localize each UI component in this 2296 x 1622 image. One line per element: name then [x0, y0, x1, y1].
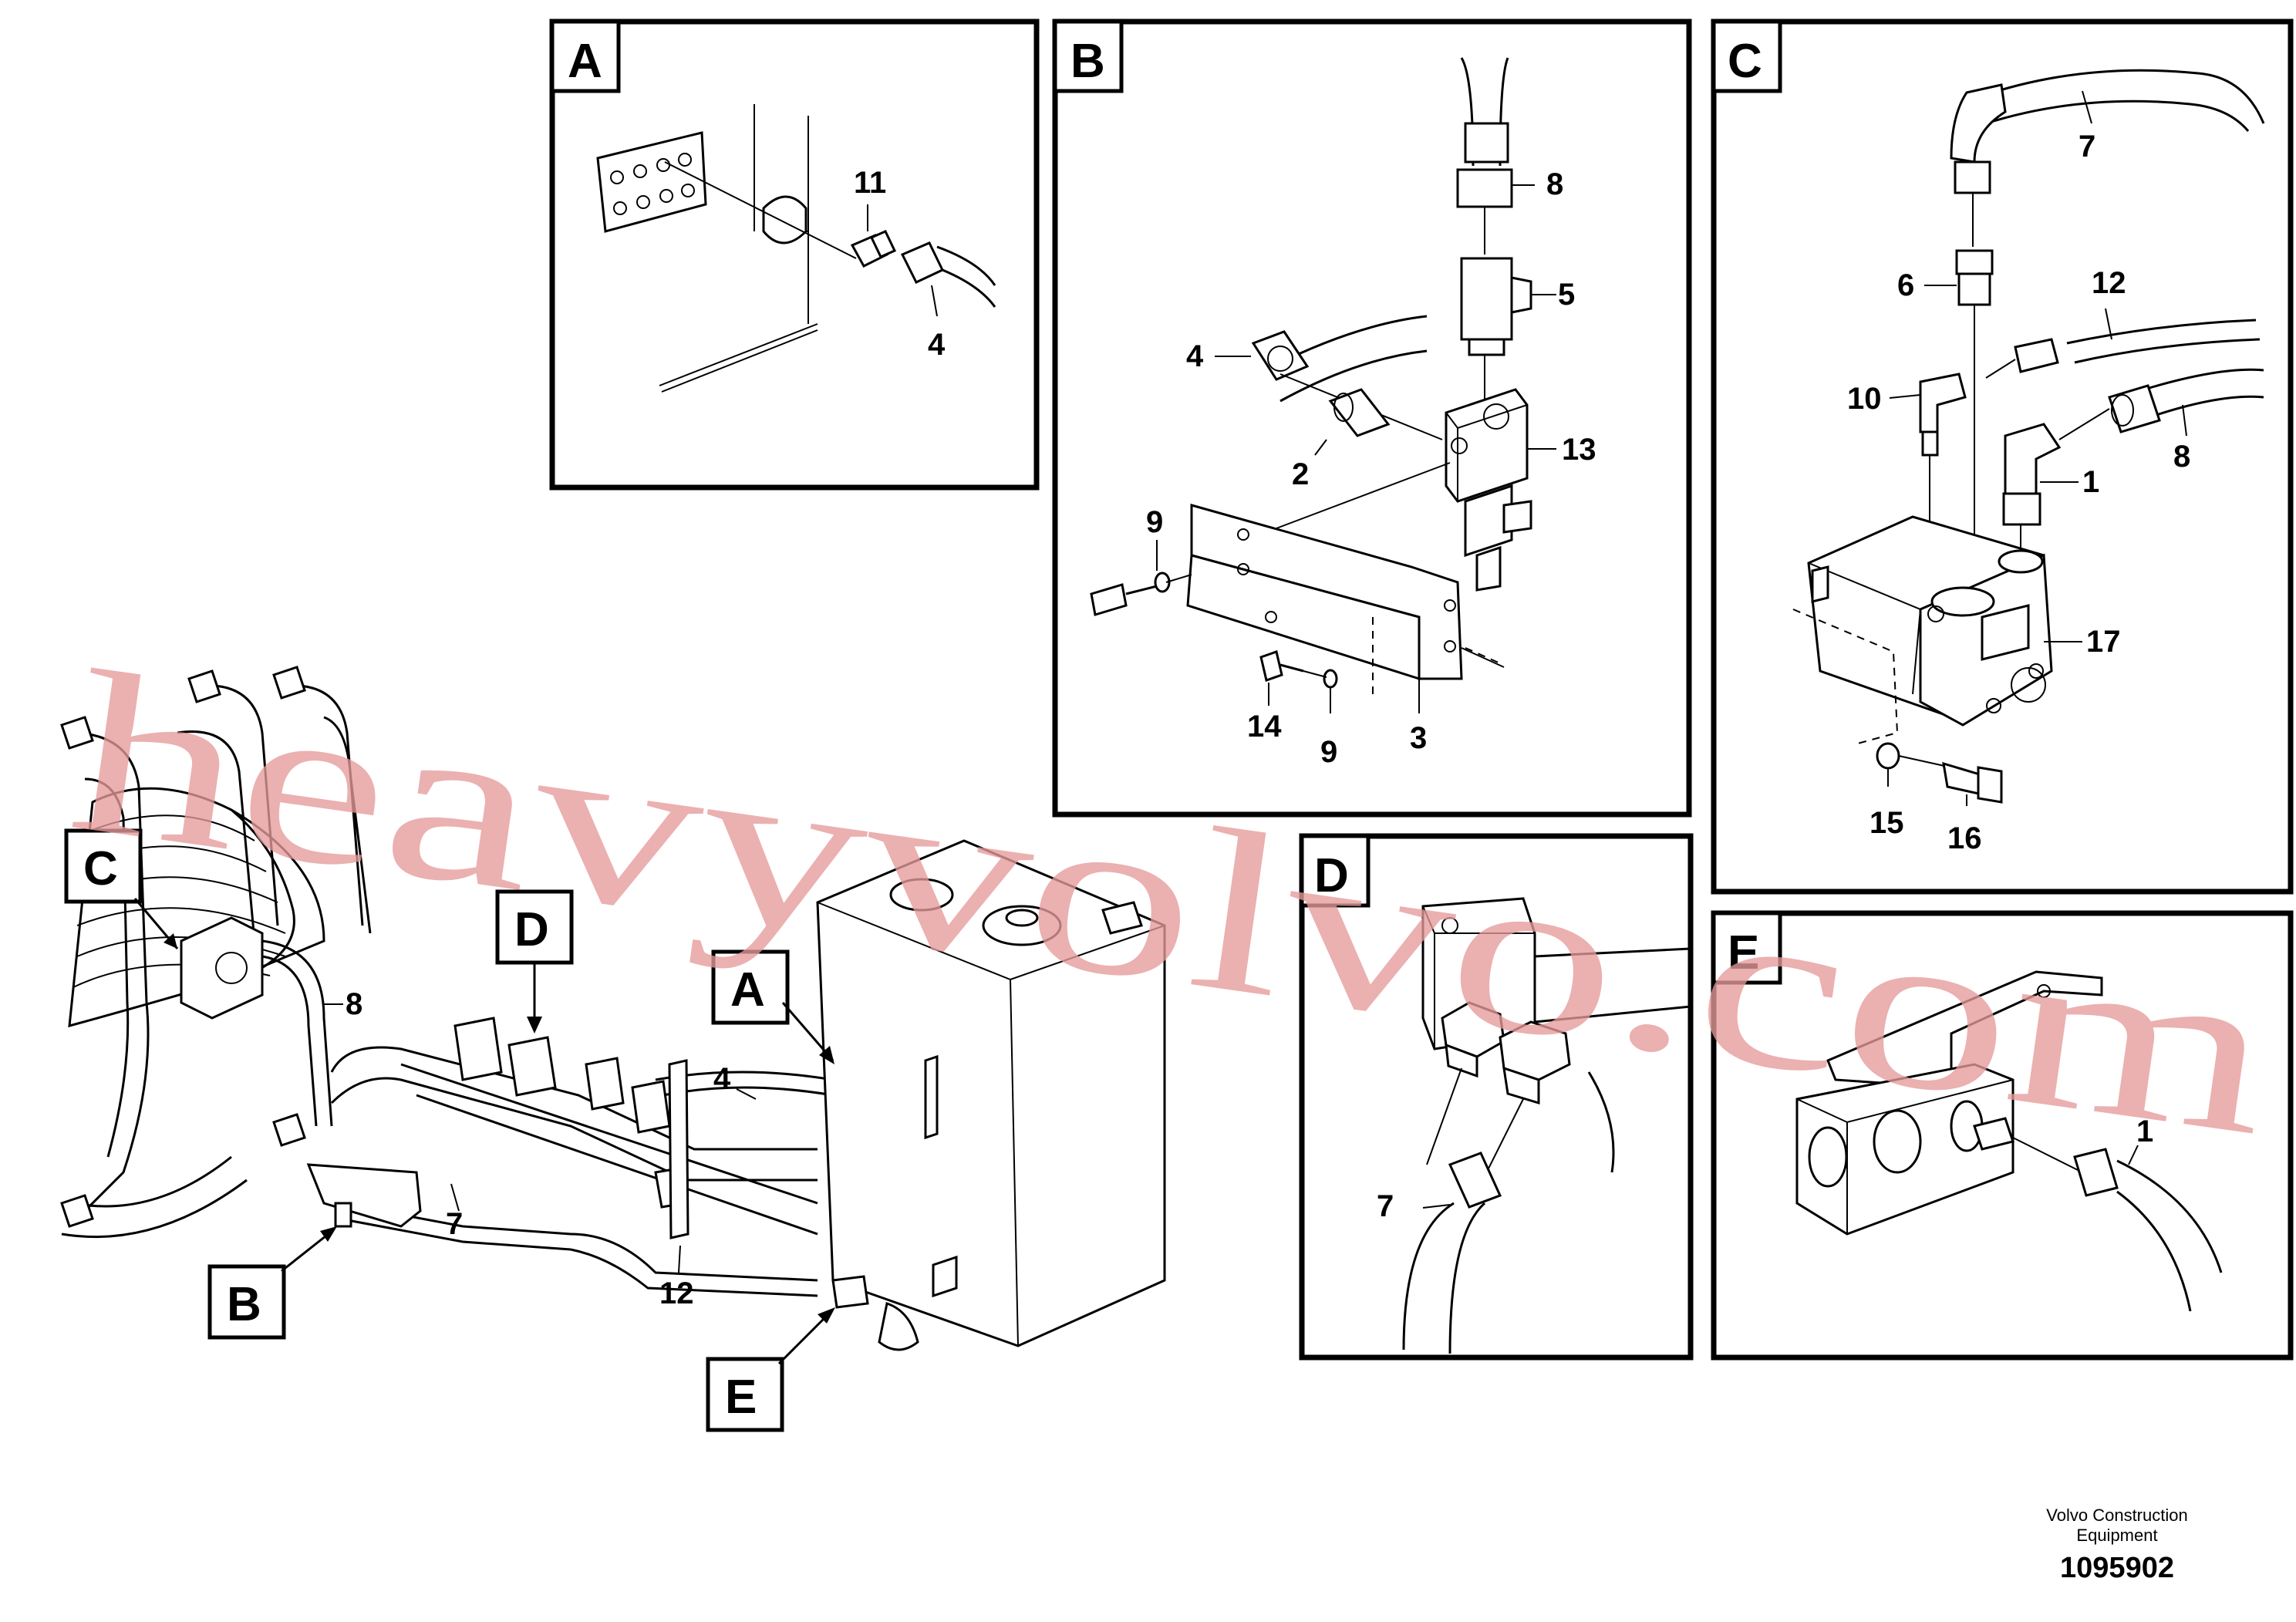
fan-pump	[180, 916, 264, 1020]
fitting-11	[850, 230, 897, 268]
terminal-block	[596, 131, 707, 233]
overview-tag-c: C	[83, 842, 118, 895]
overview-tag-e: E	[725, 1371, 757, 1424]
callout-4: 4	[928, 328, 946, 362]
fitting-6	[1955, 249, 1994, 306]
coupling-d	[453, 1017, 686, 1209]
elbow-1	[2002, 423, 2062, 526]
brand-line-1: Volvo Construction	[2046, 1506, 2187, 1525]
overview-callout-8: 8	[346, 987, 362, 1021]
panel-a-tag: A	[568, 35, 602, 88]
overview-callout-4: 4	[713, 1062, 731, 1096]
callout-11: 11	[854, 166, 886, 200]
footer: Volvo Construction Equipment 1095902	[2046, 1506, 2187, 1584]
callout-1: 1	[2136, 1114, 2153, 1148]
callout-8: 8	[2173, 440, 2190, 474]
callout-10: 10	[1847, 382, 1882, 416]
panel-e-tag: E	[1728, 926, 1759, 980]
hose-7-d	[1402, 1152, 1502, 1354]
overview-callout-7: 7	[446, 1207, 463, 1241]
panel-b-tag: B	[1070, 35, 1105, 88]
callout-7: 7	[2079, 130, 2095, 164]
bolt-9	[1090, 572, 1171, 616]
callout-6: 6	[1897, 268, 1914, 302]
screw-14	[1259, 650, 1304, 682]
panel-d: D 7	[1299, 833, 1694, 1361]
callout-7: 7	[1377, 1189, 1394, 1223]
fitting-1-e	[2073, 1148, 2223, 1312]
panel-c: C 7 6 12 10 8	[1711, 19, 2294, 895]
callout-9b: 9	[1320, 735, 1337, 769]
callout-5: 5	[1558, 278, 1575, 312]
overview-callout-12: 12	[659, 1276, 694, 1310]
callout-14: 14	[1247, 710, 1282, 744]
panel-b: B 8 5 4 2	[1052, 19, 1692, 818]
panel-e: E 1	[1711, 910, 2294, 1361]
brand-line-2: Equipment	[2076, 1526, 2157, 1545]
fan-shroud	[68, 787, 325, 1028]
callout-1: 1	[2082, 465, 2099, 499]
callout-3: 3	[1410, 721, 1427, 755]
panel-a: A 11 4	[549, 19, 1040, 491]
washer-15	[1876, 742, 1900, 770]
panel-c-tag: C	[1728, 35, 1762, 88]
callout-15: 15	[1870, 806, 1904, 840]
overview-tag-c-box	[64, 828, 143, 904]
callout-12: 12	[2092, 266, 2126, 300]
callout-16: 16	[1947, 821, 1982, 855]
hose-4	[900, 241, 996, 308]
callout-17: 17	[2086, 625, 2121, 659]
panel-a-tag-box	[550, 19, 621, 93]
valve-block-e	[1795, 1063, 2014, 1236]
hydraulic-tank	[816, 839, 1166, 1351]
fitting-d-right	[1499, 1020, 1571, 1105]
valve-block-13	[1445, 388, 1532, 592]
pump-17	[1807, 515, 2053, 727]
callout-9: 9	[1146, 505, 1163, 539]
bolt-16	[1942, 761, 2003, 804]
callout-8: 8	[1546, 167, 1563, 201]
callout-13: 13	[1562, 433, 1596, 467]
panel-e-tag-box	[1711, 911, 1782, 985]
overview: C D A B E 8 4 7 12	[60, 666, 1166, 1432]
fitting-2	[1328, 388, 1391, 437]
elbow-10	[1919, 373, 1967, 457]
panel-c-tag-box	[1711, 19, 1782, 93]
overview-tag-a: A	[730, 963, 765, 1017]
overview-tag-a-box	[711, 949, 790, 1025]
callout-2: 2	[1292, 457, 1309, 491]
panel-d-tag: D	[1314, 849, 1349, 902]
tee-fitting-5	[1460, 257, 1532, 356]
overview-tag-d: D	[514, 903, 549, 956]
overview-tag-e-box	[706, 1357, 784, 1432]
overview-tag-b: B	[227, 1278, 261, 1331]
panel-b-tag-box	[1053, 19, 1124, 93]
overview-tag-b-box	[207, 1264, 286, 1340]
document-number: 1095902	[2060, 1552, 2174, 1584]
callout-4: 4	[1186, 339, 1204, 373]
panel-d-tag-box	[1300, 834, 1371, 908]
